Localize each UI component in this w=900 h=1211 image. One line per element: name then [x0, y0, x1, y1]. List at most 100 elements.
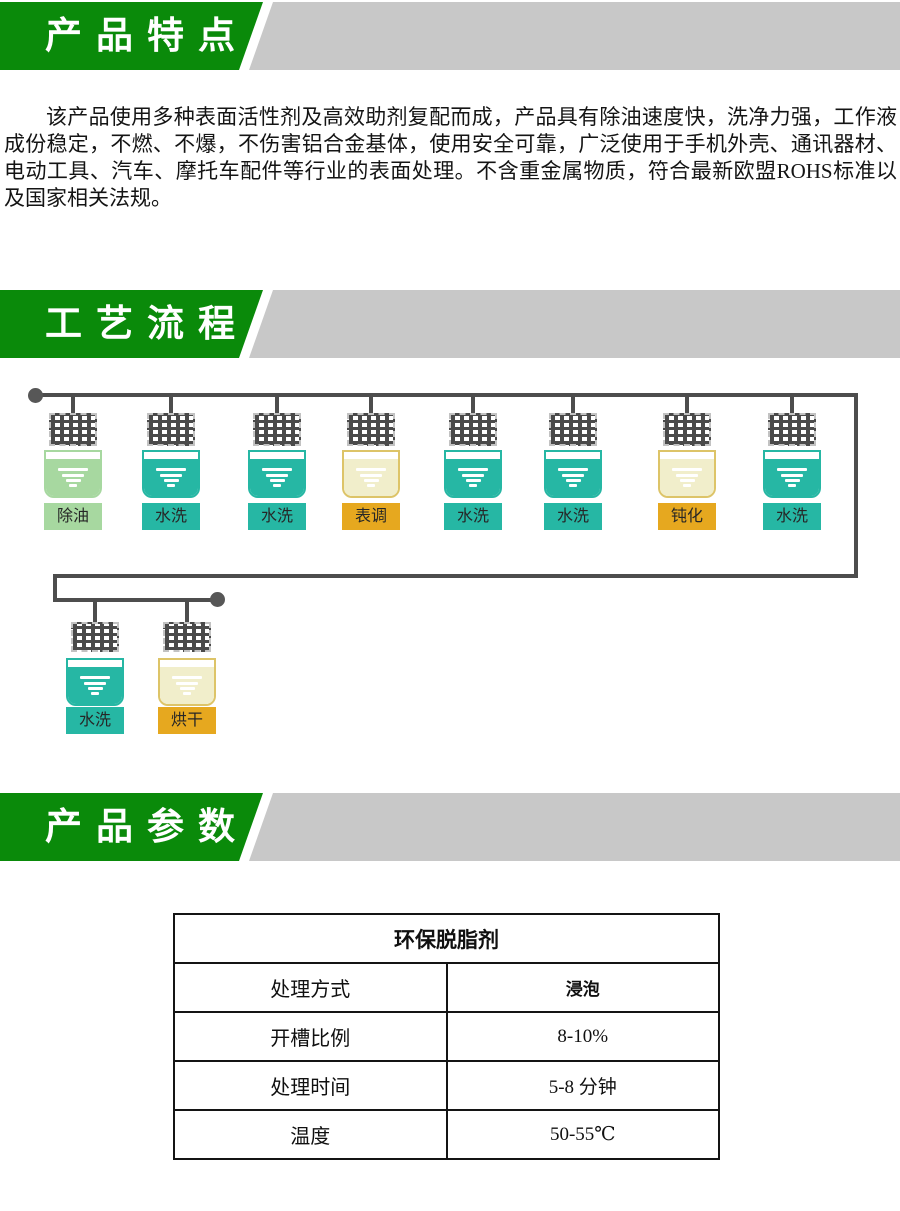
mesh-basket-icon [663, 413, 711, 446]
mesh-basket-icon [347, 413, 395, 446]
step-label: 水洗 [544, 503, 602, 530]
process-flow-diagram: 除油 水洗 水洗 [0, 380, 900, 760]
tank-liquid [144, 459, 198, 496]
process-step-unit: 水洗 [142, 393, 200, 543]
process-step-unit: 水洗 [544, 393, 602, 543]
tank-icon [142, 450, 200, 498]
tank-liquid [46, 459, 100, 496]
process-step-unit: 水洗 [444, 393, 502, 543]
tank-icon [66, 658, 124, 706]
param-value: 50-55℃ [445, 1109, 720, 1160]
conveyor-line-left [53, 574, 57, 602]
section-title-features: 产品特点 [45, 15, 249, 56]
conveyor-line-bottom [53, 598, 217, 602]
tank-liquid [68, 667, 122, 704]
water-icon [446, 468, 500, 487]
process-step-unit: 钝化 [658, 393, 716, 543]
tank-icon [658, 450, 716, 498]
param-value: 8-10% [445, 1011, 720, 1062]
mesh-basket-icon [768, 413, 816, 446]
water-icon [46, 468, 100, 487]
water-icon [660, 468, 714, 487]
process-step-unit: 烘干 [158, 598, 216, 748]
hanger-rod [169, 393, 173, 415]
tank-icon [763, 450, 821, 498]
tank-icon [44, 450, 102, 498]
tank-liquid [344, 459, 398, 496]
hanger-rod [275, 393, 279, 415]
mesh-basket-icon [163, 622, 211, 652]
tank-icon [158, 658, 216, 706]
table-header-row: 环保脱脂剂 [173, 913, 720, 964]
section-title-parameters: 产品参数 [45, 806, 249, 847]
process-step-unit: 水洗 [763, 393, 821, 543]
step-label: 表调 [342, 503, 400, 530]
table-row: 温度 50-55℃ [173, 1109, 720, 1160]
process-step-unit: 除油 [44, 393, 102, 543]
hanger-rod [71, 393, 75, 415]
hanger-rod [369, 393, 373, 415]
process-step-unit: 表调 [342, 393, 400, 543]
flow-end-dot [210, 592, 225, 607]
tank-liquid [250, 459, 304, 496]
table-row: 处理时间 5-8 分钟 [173, 1060, 720, 1111]
banner-green-ribbon [0, 2, 263, 70]
tank-icon [544, 450, 602, 498]
section-banner-features: 产品特点 [0, 2, 900, 70]
water-icon [250, 468, 304, 487]
banner-gray-stripe [249, 793, 900, 861]
tank-liquid [660, 459, 714, 496]
banner-gray-stripe [249, 290, 900, 358]
param-value: 5-8 分钟 [445, 1060, 720, 1111]
section-title-process: 工艺流程 [45, 303, 249, 344]
tank-liquid [160, 667, 214, 704]
step-label: 水洗 [763, 503, 821, 530]
step-label: 钝化 [658, 503, 716, 530]
hanger-rod [790, 393, 794, 415]
water-icon [160, 676, 214, 695]
param-name: 处理方式 [173, 962, 448, 1013]
step-label: 烘干 [158, 707, 216, 734]
section-banner-process: 工艺流程 [0, 290, 900, 358]
flow-start-dot [28, 388, 43, 403]
step-label: 除油 [44, 503, 102, 530]
banner-green-ribbon [0, 793, 263, 861]
step-label: 水洗 [444, 503, 502, 530]
conveyor-line-right [854, 393, 858, 578]
product-description-text: 该产品使用多种表面活性剂及高效助剂复配而成，产品具有除油速度快，洗净力强，工作液… [4, 105, 897, 210]
process-step-unit: 水洗 [248, 393, 306, 543]
process-step-unit: 水洗 [66, 598, 124, 748]
hanger-rod [185, 598, 189, 624]
tank-liquid [546, 459, 600, 496]
parameters-table: 环保脱脂剂 处理方式 浸泡 开槽比例 8-10% 处理时间 5-8 分钟 温度 … [173, 913, 720, 1160]
param-name: 开槽比例 [173, 1011, 448, 1062]
mesh-basket-icon [253, 413, 301, 446]
mesh-basket-icon [71, 622, 119, 652]
water-icon [765, 468, 819, 487]
water-icon [546, 468, 600, 487]
water-icon [344, 468, 398, 487]
tank-icon [444, 450, 502, 498]
table-row: 开槽比例 8-10% [173, 1011, 720, 1062]
step-label: 水洗 [66, 707, 124, 734]
param-name: 处理时间 [173, 1060, 448, 1111]
mesh-basket-icon [549, 413, 597, 446]
banner-green-ribbon [0, 290, 263, 358]
tank-liquid [446, 459, 500, 496]
mesh-basket-icon [49, 413, 97, 446]
param-value: 浸泡 [445, 962, 720, 1013]
hanger-rod [571, 393, 575, 415]
water-icon [144, 468, 198, 487]
section-banner-parameters: 产品参数 [0, 793, 900, 861]
mesh-basket-icon [147, 413, 195, 446]
tank-liquid [765, 459, 819, 496]
conveyor-line-top [35, 393, 858, 397]
table-row: 处理方式 浸泡 [173, 962, 720, 1013]
hanger-rod [685, 393, 689, 415]
conveyor-line-return [53, 574, 858, 578]
param-name: 温度 [173, 1109, 448, 1160]
water-icon [68, 676, 122, 695]
hanger-rod [471, 393, 475, 415]
step-label: 水洗 [248, 503, 306, 530]
